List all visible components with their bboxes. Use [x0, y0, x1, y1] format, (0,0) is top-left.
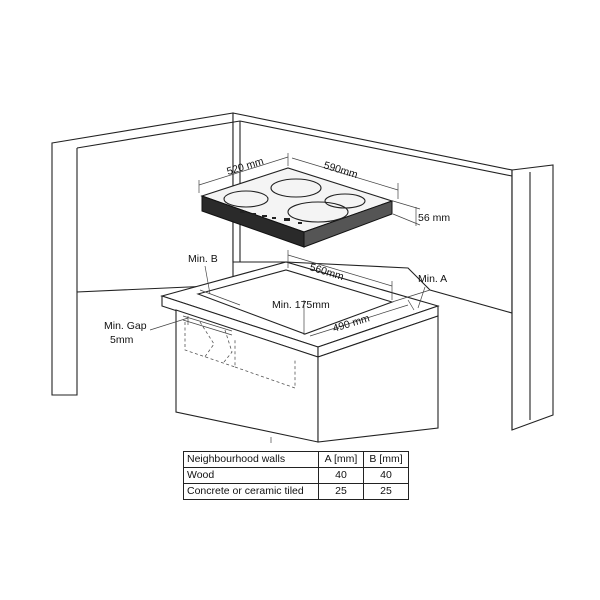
dimension-lines: [149, 153, 431, 443]
hob-height-label: 56 mm: [418, 212, 450, 224]
header-b: B [mm]: [363, 451, 409, 468]
row-wood-a: 40: [318, 467, 364, 484]
control-panel-icon: [240, 211, 302, 224]
row-concrete-a: 25: [318, 483, 364, 500]
cooking-zone-front-left: [223, 190, 269, 208]
right-wall-face: [511, 164, 554, 431]
header-a: A [mm]: [318, 451, 364, 468]
clearance-table: Neighbourhood walls A [mm] B [mm] Wood 4…: [183, 451, 409, 500]
cooking-zone-rear-left: [270, 178, 322, 198]
hob: [200, 167, 394, 248]
hob-right-side: [303, 200, 393, 248]
worktop-cabinet: [160, 261, 440, 443]
row-concrete-b: 25: [363, 483, 409, 500]
table-header-row: Neighbourhood walls A [mm] B [mm]: [183, 451, 409, 468]
row-wood-label: Wood: [183, 467, 319, 484]
cabinet-side: [317, 315, 439, 443]
row-concrete-label: Concrete or ceramic tiled: [183, 483, 319, 500]
min-gap-label: Min. Gap: [104, 320, 147, 332]
row-wood-b: 40: [363, 467, 409, 484]
min-a-label: Min. A: [418, 273, 447, 285]
cooking-zone-front-right: [287, 201, 349, 223]
table-row: Wood 40 40: [183, 467, 409, 484]
header-walls: Neighbourhood walls: [183, 451, 319, 468]
min-gap-value: 5mm: [110, 334, 134, 346]
table-row: Concrete or ceramic tiled 25 25: [183, 483, 409, 500]
min-b-label: Min. B: [188, 253, 218, 265]
min-front-label: Min. 175mm: [272, 299, 330, 311]
